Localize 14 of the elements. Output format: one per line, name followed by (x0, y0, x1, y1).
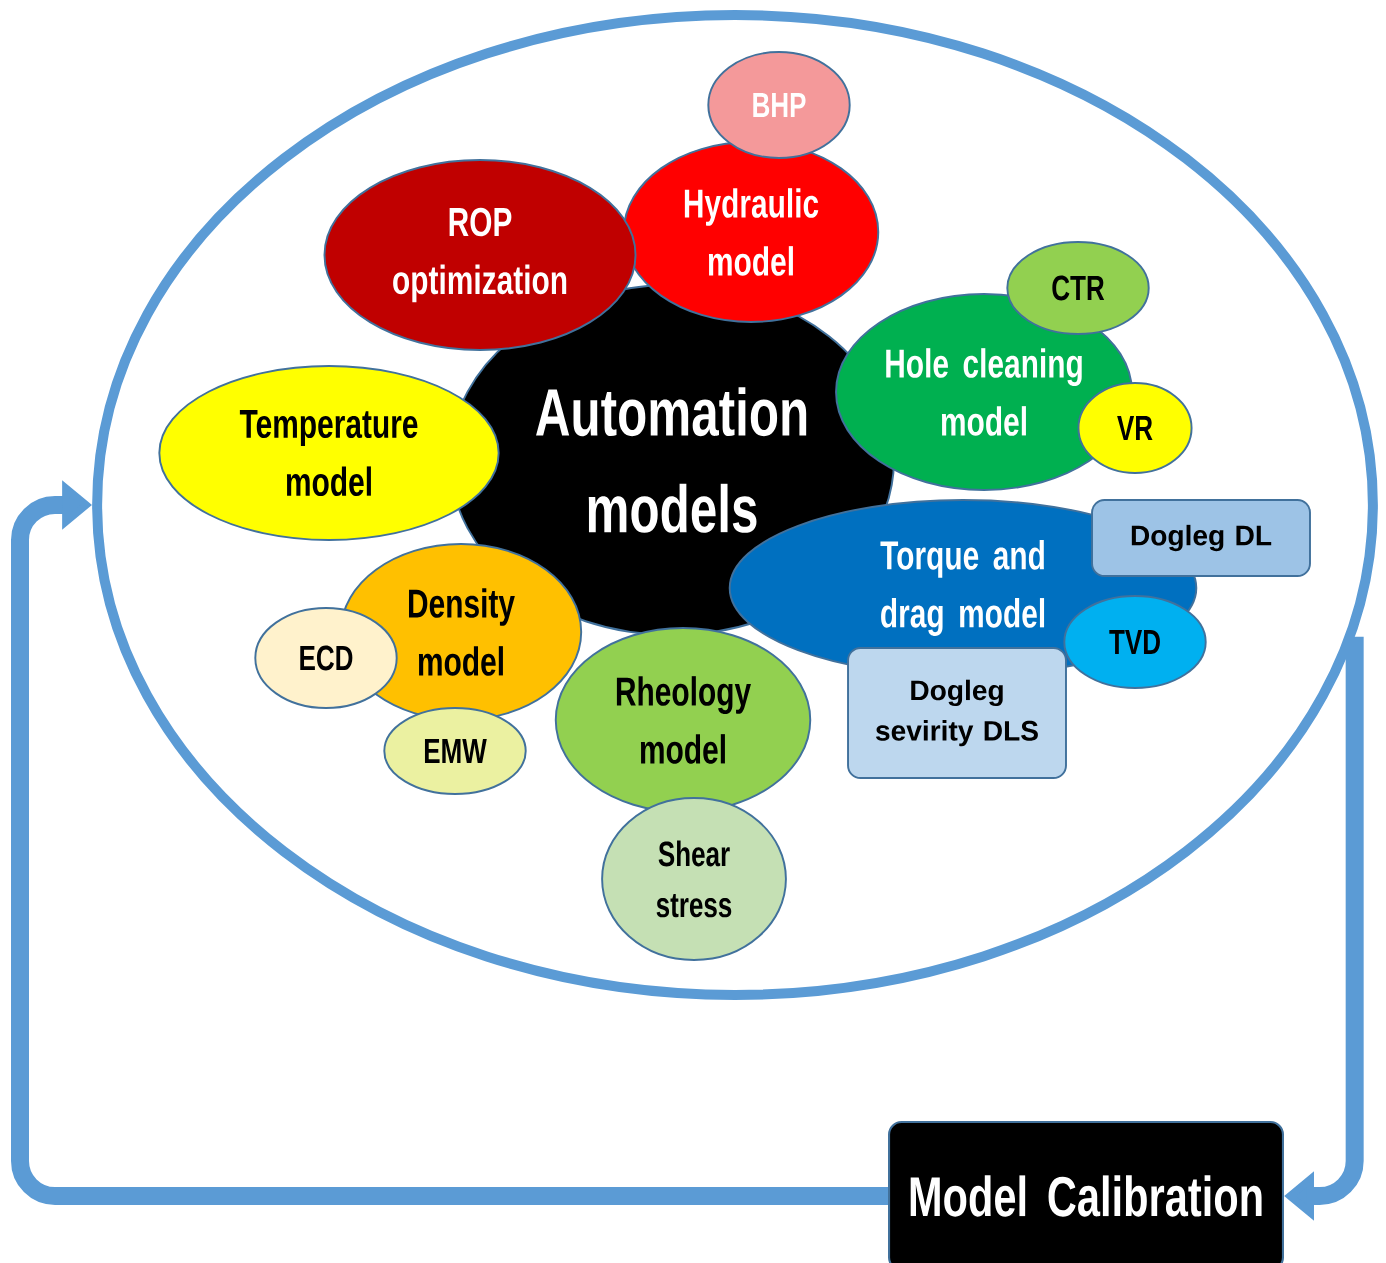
model-bubble: Rheology model (554, 627, 812, 813)
parameter-bubble: EMW (383, 707, 527, 795)
parameter-box: Dogleg DL (1091, 499, 1311, 577)
model-bubble: Temperature model (158, 365, 500, 541)
parameter-bubble: BHP (707, 51, 851, 159)
parameter-bubble: TVD (1063, 595, 1207, 689)
feedback-arrow (11, 480, 888, 1205)
parameter-bubble: CTR (1006, 241, 1150, 335)
model-bubble: Hydraulic model (622, 141, 880, 323)
parameter-bubble: ECD (254, 607, 398, 709)
calibration-box: Model Calibration (888, 1120, 1285, 1263)
parameter-bubble: Shear stress (601, 797, 787, 961)
model-bubble: ROP optimization (323, 159, 637, 351)
parameter-box: Dogleg sevirity DLS (847, 647, 1067, 779)
